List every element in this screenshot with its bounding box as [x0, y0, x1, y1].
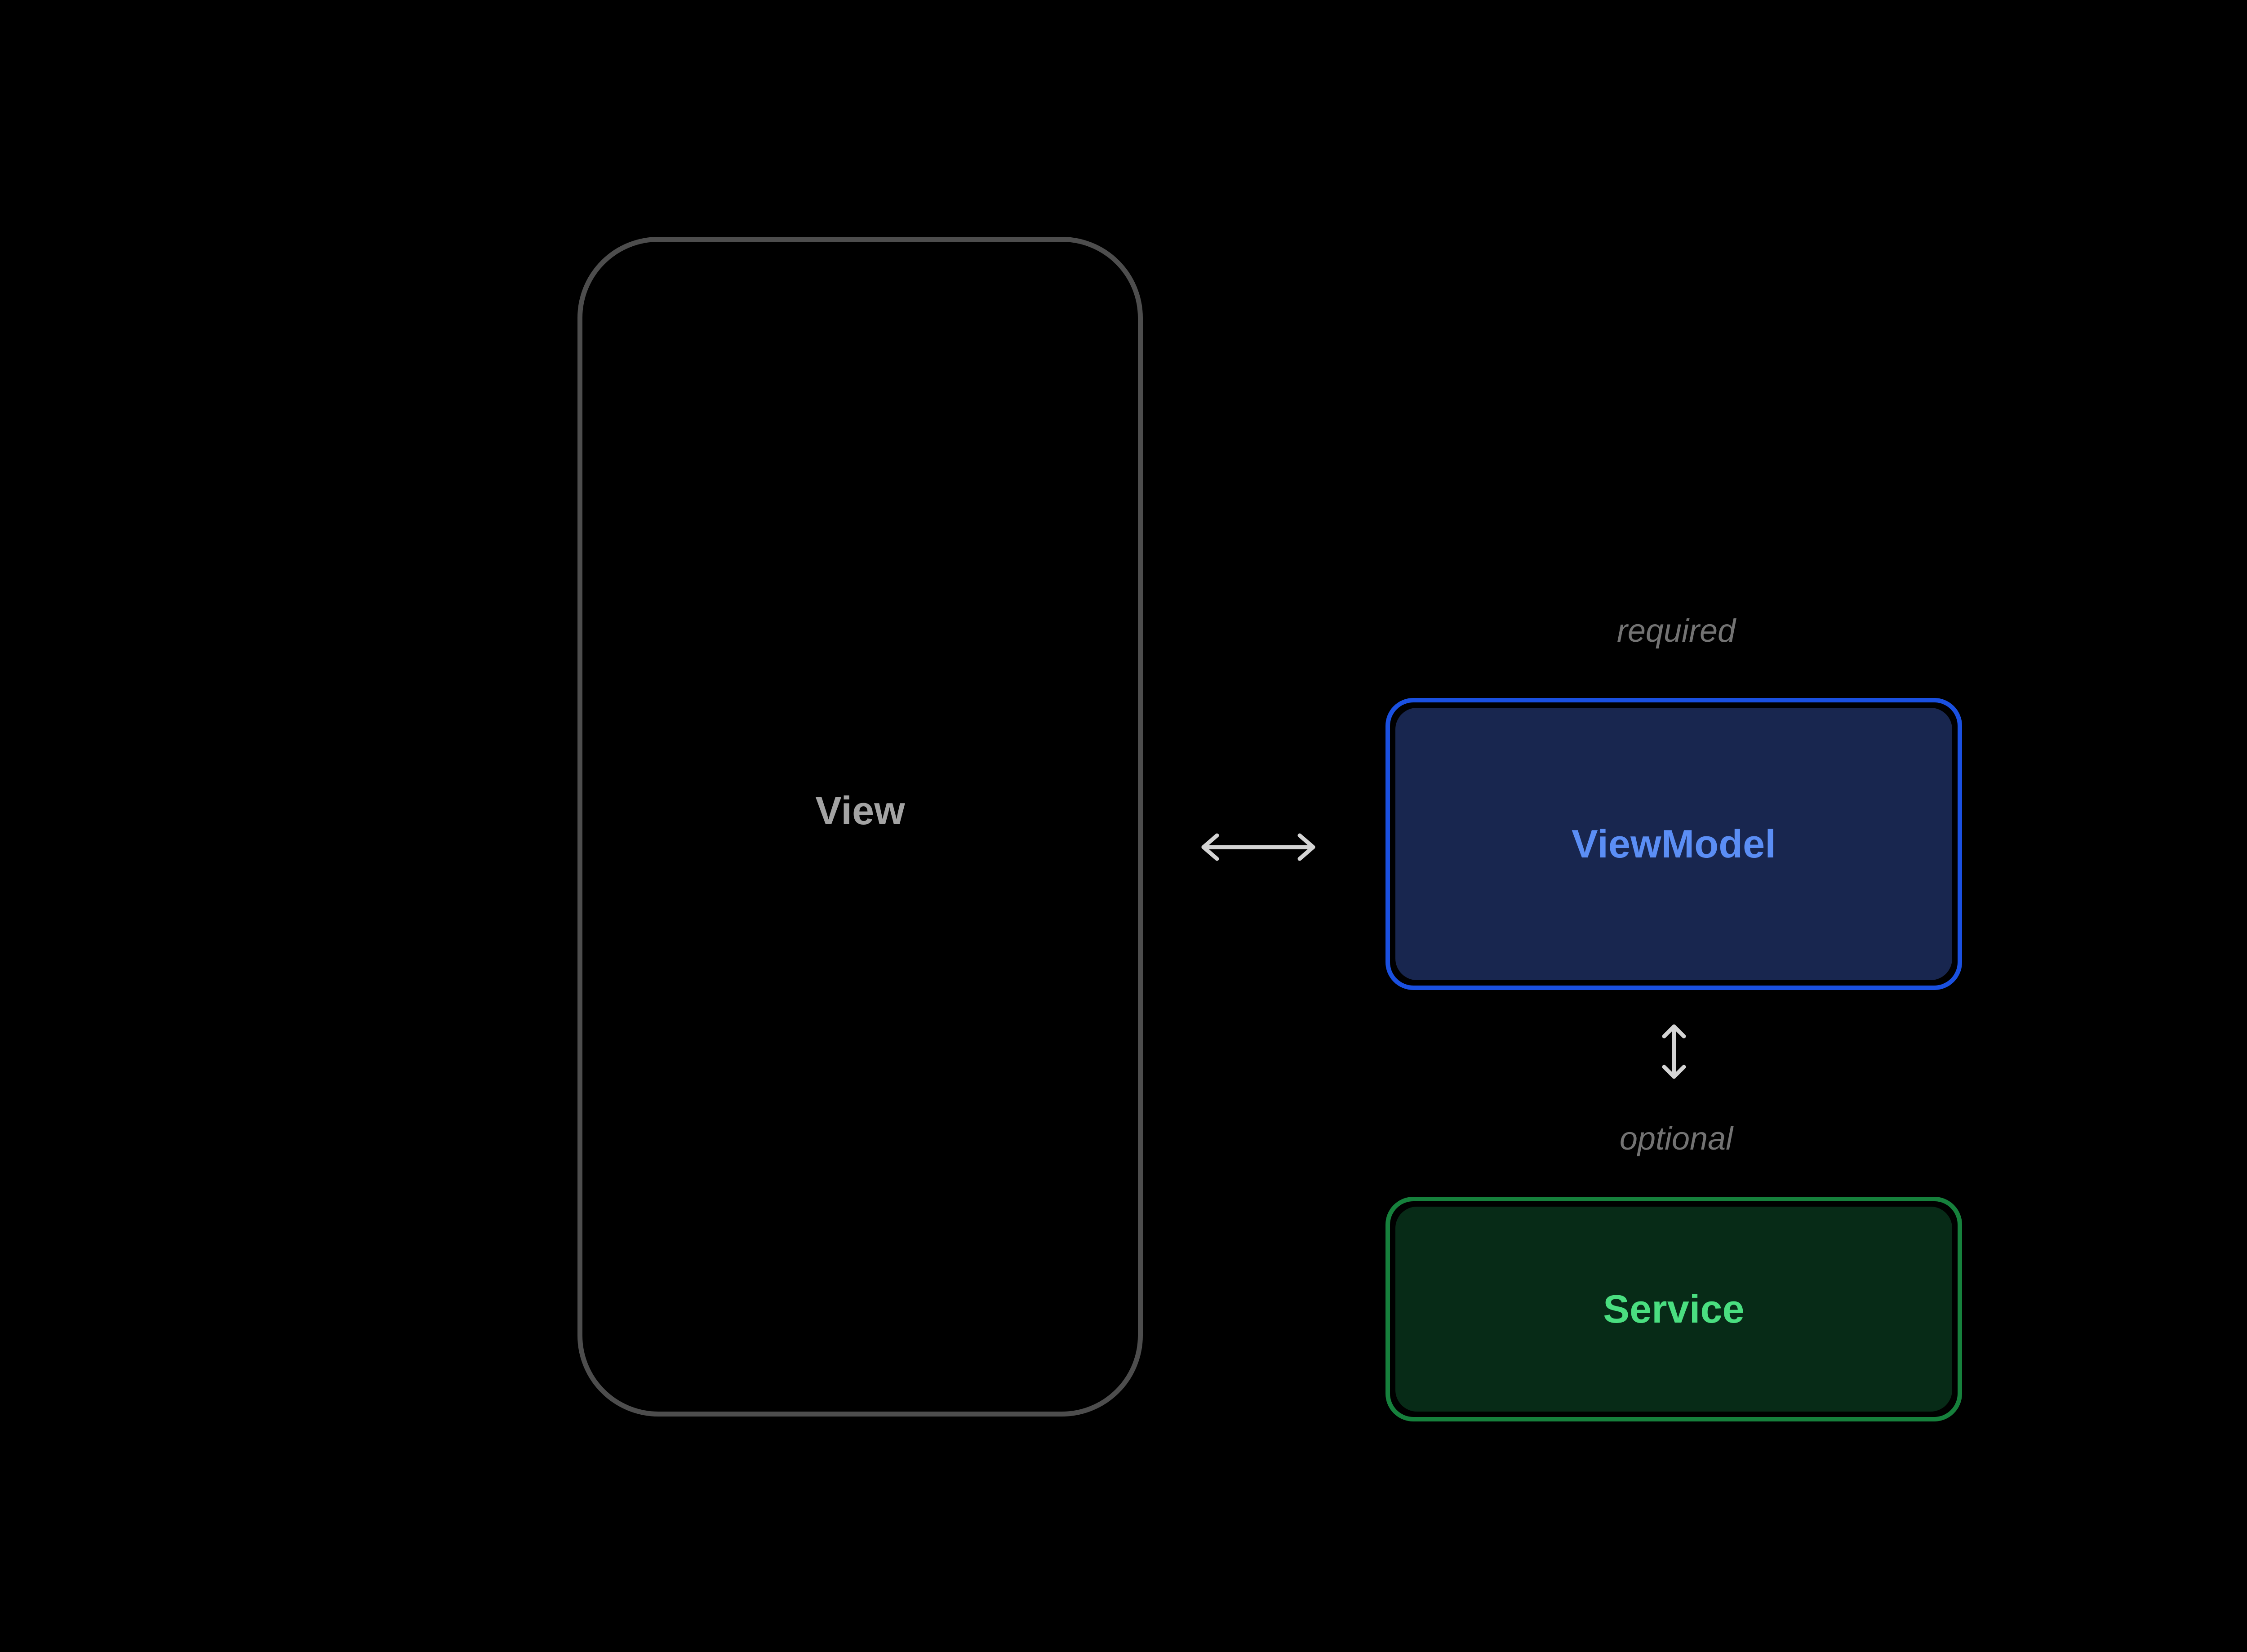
- double-headed-vertical-arrow-icon: [1656, 1020, 1692, 1083]
- view-label: View: [815, 788, 905, 833]
- view-phone-frame: [577, 237, 1143, 1417]
- optional-caption: optional: [1619, 1121, 1733, 1157]
- required-caption: required: [1616, 613, 1736, 649]
- service-node-label: Service: [1603, 1287, 1745, 1331]
- viewmodel-node-label: ViewModel: [1572, 822, 1776, 866]
- viewmodel-node[interactable]: ViewModel: [1386, 698, 1962, 990]
- viewmodel-node-body: ViewModel: [1395, 708, 1952, 980]
- double-headed-horizontal-arrow-icon: [1195, 827, 1321, 867]
- double-headed-vertical-arrow-svg: [1662, 1024, 1686, 1079]
- double-headed-horizontal-arrow-svg: [1201, 833, 1315, 861]
- service-node[interactable]: Service: [1386, 1197, 1962, 1421]
- service-node-body: Service: [1395, 1207, 1952, 1412]
